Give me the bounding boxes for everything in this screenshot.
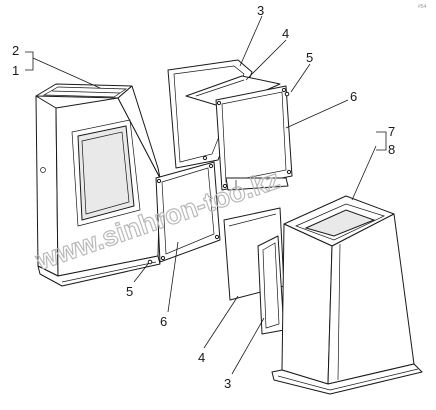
leader-lines bbox=[25, 15, 387, 375]
corner-mark: #54 bbox=[418, 4, 427, 10]
callout-6-right: 6 bbox=[350, 89, 357, 104]
callout-1: 1 bbox=[12, 63, 19, 78]
cover-upper-right bbox=[215, 85, 293, 191]
right-pedestal bbox=[271, 195, 423, 395]
cover-lower-left bbox=[147, 155, 221, 265]
callout-7: 7 bbox=[388, 124, 395, 139]
callout-5-top: 5 bbox=[306, 50, 313, 65]
callout-3-top: 3 bbox=[257, 3, 264, 18]
left-cabinet bbox=[35, 83, 161, 287]
callout-2: 2 bbox=[12, 43, 19, 58]
callout-3-bottom: 3 bbox=[224, 376, 231, 391]
callout-4-top: 4 bbox=[282, 26, 289, 41]
callout-5-left: 5 bbox=[126, 284, 133, 299]
callout-labels: 2 1 3 4 5 6 7 8 5 6 4 3 bbox=[12, 3, 395, 391]
callout-8: 8 bbox=[388, 142, 395, 157]
panel-top bbox=[185, 75, 281, 109]
callout-4-bottom: 4 bbox=[198, 350, 205, 365]
connecting-tube bbox=[225, 177, 289, 191]
callout-6-bottom: 6 bbox=[160, 314, 167, 329]
